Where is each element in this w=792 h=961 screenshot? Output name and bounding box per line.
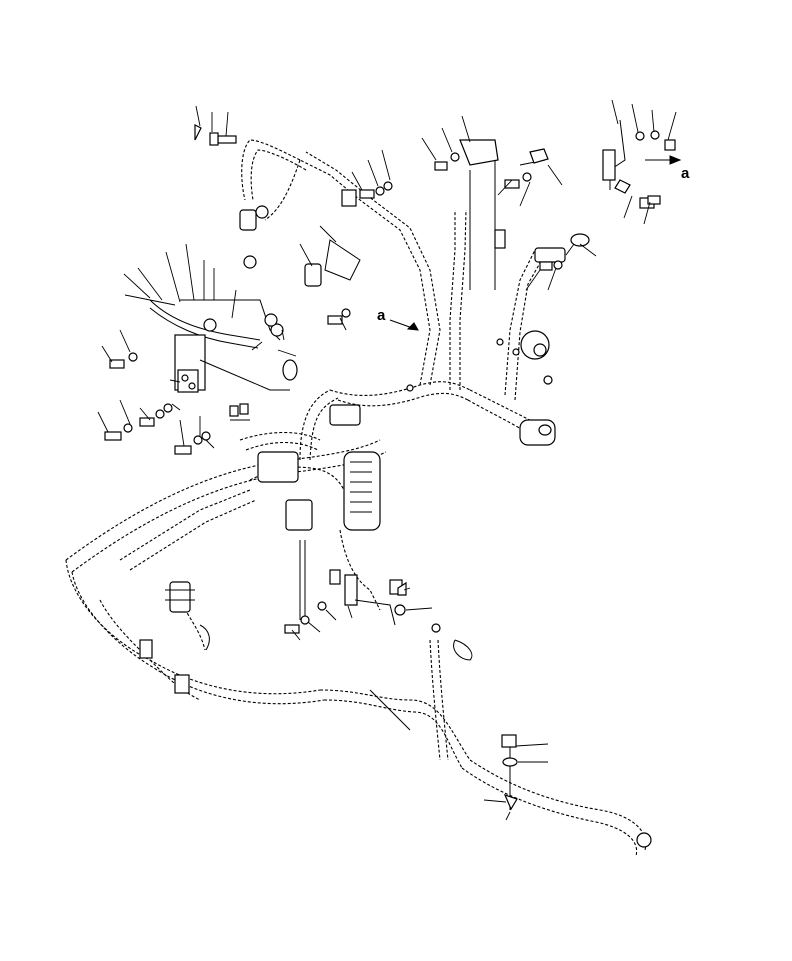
callout-letter-a-detail: a: [681, 165, 690, 182]
main-harness: [65, 139, 647, 857]
arrow-a-left: [389, 319, 419, 331]
detail-a-clip: [602, 119, 682, 209]
misc-details: [229, 338, 652, 848]
right-bracket-assembly: [459, 139, 590, 446]
junction-block: [257, 404, 381, 531]
left-connector-cluster: [139, 189, 357, 694]
lower-right-clamp: [431, 623, 518, 811]
leader-lines: [97, 99, 677, 821]
left-clamp-assembly: [124, 239, 361, 393]
callout-letter-a: a: [377, 307, 386, 324]
hardware-fasteners: [104, 124, 661, 634]
lower-mount-bracket: [299, 540, 406, 626]
